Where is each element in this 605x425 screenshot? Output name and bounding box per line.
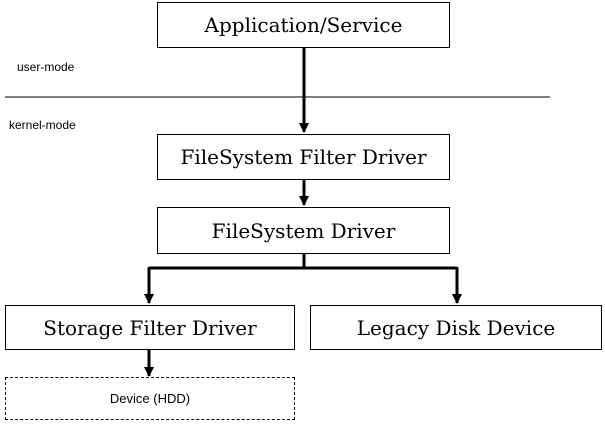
legacy-disk-device-box: Legacy Disk Device bbox=[310, 305, 602, 350]
filesystem-driver-box: FileSystem Driver bbox=[157, 207, 450, 254]
device-hdd-box: Device (HDD) bbox=[5, 377, 295, 420]
filesystem-filter-driver-box: FileSystem Filter Driver bbox=[157, 134, 450, 180]
kernel-mode-label: kernel-mode bbox=[9, 118, 76, 132]
application-service-box: Application/Service bbox=[157, 2, 450, 48]
user-mode-label: user-mode bbox=[17, 60, 75, 74]
storage-filter-driver-box: Storage Filter Driver bbox=[5, 305, 295, 350]
